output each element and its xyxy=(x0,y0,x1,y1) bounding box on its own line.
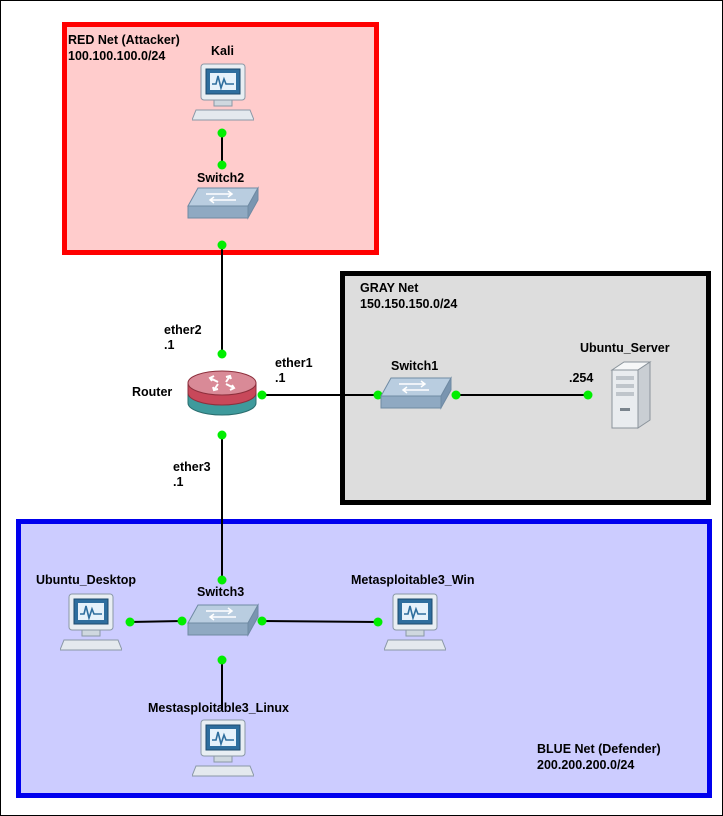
link-desktop-switch3[interactable] xyxy=(129,620,183,623)
ether2-name: ether2 xyxy=(164,323,202,337)
ubuntu-desktop-workstation-icon[interactable] xyxy=(60,592,122,654)
port-dot xyxy=(217,240,227,250)
port-dot xyxy=(217,575,227,585)
port-dot xyxy=(373,390,383,400)
switch1-label: Switch1 xyxy=(391,359,439,373)
port-dot xyxy=(177,616,187,626)
ether1-addr: .1 xyxy=(275,371,286,385)
port-dot xyxy=(217,430,227,440)
blue-net-label: BLUE Net (Defender) 200.200.200.0/24 xyxy=(537,741,661,773)
red-net-name: RED Net (Attacker) xyxy=(68,33,180,47)
ubuntu-server-addr: .254 xyxy=(569,371,594,385)
switch3-switch-icon[interactable] xyxy=(186,603,260,639)
port-dot xyxy=(217,655,227,665)
ether1-name: ether1 xyxy=(275,356,313,370)
port-dot xyxy=(257,390,267,400)
switch1-switch-icon[interactable] xyxy=(379,376,453,412)
port-dot xyxy=(451,390,461,400)
link-switch3-win[interactable] xyxy=(261,620,379,623)
metasploitable-linux-label: Mestasploitable3_Linux xyxy=(148,701,290,715)
red-net-subnet: 100.100.100.0/24 xyxy=(68,49,166,63)
kali-label: Kali xyxy=(211,44,234,58)
ether2-addr: .1 xyxy=(164,338,175,352)
ether3-addr: .1 xyxy=(173,475,184,489)
blue-net-name: BLUE Net (Defender) xyxy=(537,742,661,756)
gray-net-subnet: 150.150.150.0/24 xyxy=(360,297,458,311)
router-router-icon[interactable] xyxy=(186,369,258,419)
metasploitable-win-label: Metasploitable3_Win xyxy=(351,573,475,587)
blue-net-subnet: 200.200.200.0/24 xyxy=(537,758,635,772)
red-net-label: RED Net (Attacker) 100.100.100.0/24 xyxy=(68,32,180,64)
ether1-label: ether1 .1 xyxy=(275,356,313,386)
port-dot xyxy=(217,128,227,138)
ether3-name: ether3 xyxy=(173,460,211,474)
ether3-label: ether3 .1 xyxy=(173,460,211,490)
metasploitable-win-workstation-icon[interactable] xyxy=(384,592,446,654)
gray-net-name: GRAY Net xyxy=(360,281,419,295)
port-dot xyxy=(583,390,593,400)
ubuntu-desktop-label: Ubuntu_Desktop xyxy=(36,573,136,587)
switch3-label: Switch3 xyxy=(197,585,245,599)
port-dot xyxy=(373,617,383,627)
blue-net-zone[interactable] xyxy=(16,519,712,798)
port-dot xyxy=(217,160,227,170)
metasploitable-linux-workstation-icon[interactable] xyxy=(192,718,254,780)
gray-net-label: GRAY Net 150.150.150.0/24 xyxy=(360,280,457,312)
switch2-label: Switch2 xyxy=(197,171,245,185)
router-label: Router xyxy=(132,385,173,399)
ubuntu-server-server-icon[interactable] xyxy=(608,360,654,430)
ubuntu-server-label: Ubuntu_Server xyxy=(580,341,670,355)
port-dot xyxy=(217,349,227,359)
port-dot xyxy=(125,617,135,627)
ether2-label: ether2 .1 xyxy=(164,323,202,353)
switch2-switch-icon[interactable] xyxy=(186,186,260,222)
port-dot xyxy=(257,616,267,626)
kali-workstation-icon[interactable] xyxy=(192,62,254,124)
